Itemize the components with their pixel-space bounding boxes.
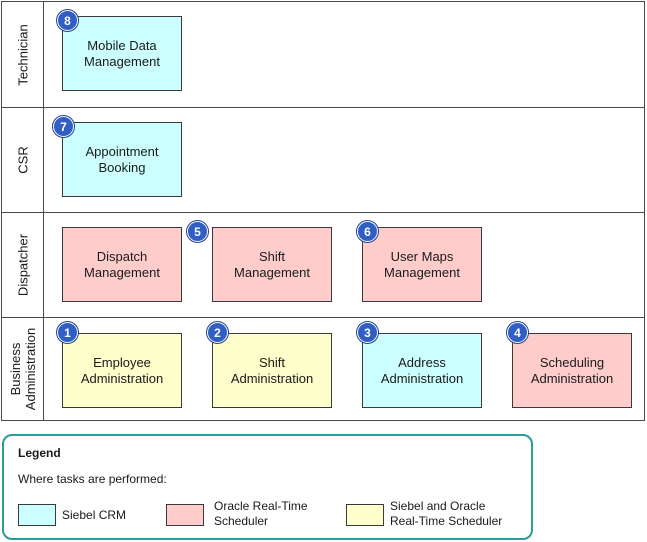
task-label: Shift Administration bbox=[230, 354, 314, 386]
legend-label-oracle: Oracle Real-Time Scheduler bbox=[214, 499, 308, 528]
task-label: User Maps Management bbox=[384, 248, 460, 280]
lane-label-business-administration: Business Administration bbox=[7, 327, 38, 411]
lane-technician: Technician Mobile Data Management 8 bbox=[2, 2, 644, 107]
task-label: Shift Management bbox=[234, 248, 310, 280]
lane-header-business-administration: Business Administration bbox=[2, 318, 44, 420]
legend-label-both: Siebel and Oracle Real-Time Scheduler bbox=[390, 499, 503, 528]
lane-header-csr: CSR bbox=[2, 108, 44, 212]
task-shift-administration: Shift Administration bbox=[212, 333, 332, 408]
lane-label-technician: Technician bbox=[15, 23, 30, 86]
legend: Legend Where tasks are performed: Siebel… bbox=[2, 434, 533, 540]
task-user-maps-management: User Maps Management bbox=[362, 227, 482, 302]
lane-dispatcher: Dispatcher Dispatch Management 5 Shift M… bbox=[2, 212, 644, 317]
step-badge-7: 7 bbox=[53, 116, 74, 137]
step-badge-5: 5 bbox=[187, 221, 208, 242]
lane-label-dispatcher: Dispatcher bbox=[15, 233, 30, 297]
step-badge-1: 1 bbox=[57, 322, 78, 343]
task-label: Dispatch Management bbox=[84, 248, 160, 280]
task-label: Mobile Data Management bbox=[84, 37, 160, 69]
task-label: Scheduling Administration bbox=[530, 354, 614, 386]
step-badge-3: 3 bbox=[357, 322, 378, 343]
task-label: Employee Administration bbox=[80, 354, 164, 386]
task-appointment-booking: Appointment Booking bbox=[62, 122, 182, 197]
legend-subtitle: Where tasks are performed: bbox=[18, 472, 167, 486]
legend-label-siebel: Siebel CRM bbox=[62, 508, 127, 522]
swimlane-diagram: Technician Mobile Data Management 8 CSR … bbox=[1, 1, 645, 421]
lane-csr: CSR Appointment Booking 7 bbox=[2, 107, 644, 212]
lane-header-dispatcher: Dispatcher bbox=[2, 213, 44, 317]
step-badge-2: 2 bbox=[207, 322, 228, 343]
task-label: Address Administration bbox=[380, 354, 464, 386]
legend-swatch-siebel bbox=[18, 504, 56, 526]
task-shift-management: Shift Management bbox=[212, 227, 332, 302]
legend-title: Legend bbox=[18, 446, 61, 460]
task-employee-administration: Employee Administration bbox=[62, 333, 182, 408]
task-dispatch-management: Dispatch Management bbox=[62, 227, 182, 302]
lane-header-technician: Technician bbox=[2, 2, 44, 107]
task-mobile-data-management: Mobile Data Management bbox=[62, 16, 182, 91]
step-badge-8: 8 bbox=[57, 10, 78, 31]
step-badge-4: 4 bbox=[507, 322, 528, 343]
legend-swatch-both bbox=[346, 504, 384, 526]
task-address-administration: Address Administration bbox=[362, 333, 482, 408]
lane-label-csr: CSR bbox=[15, 146, 30, 174]
task-label: Appointment Booking bbox=[85, 143, 159, 175]
lane-business-administration: Business Administration Employee Adminis… bbox=[2, 317, 644, 420]
step-badge-6: 6 bbox=[357, 221, 378, 242]
legend-swatch-oracle bbox=[166, 504, 204, 526]
task-scheduling-administration: Scheduling Administration bbox=[512, 333, 632, 408]
